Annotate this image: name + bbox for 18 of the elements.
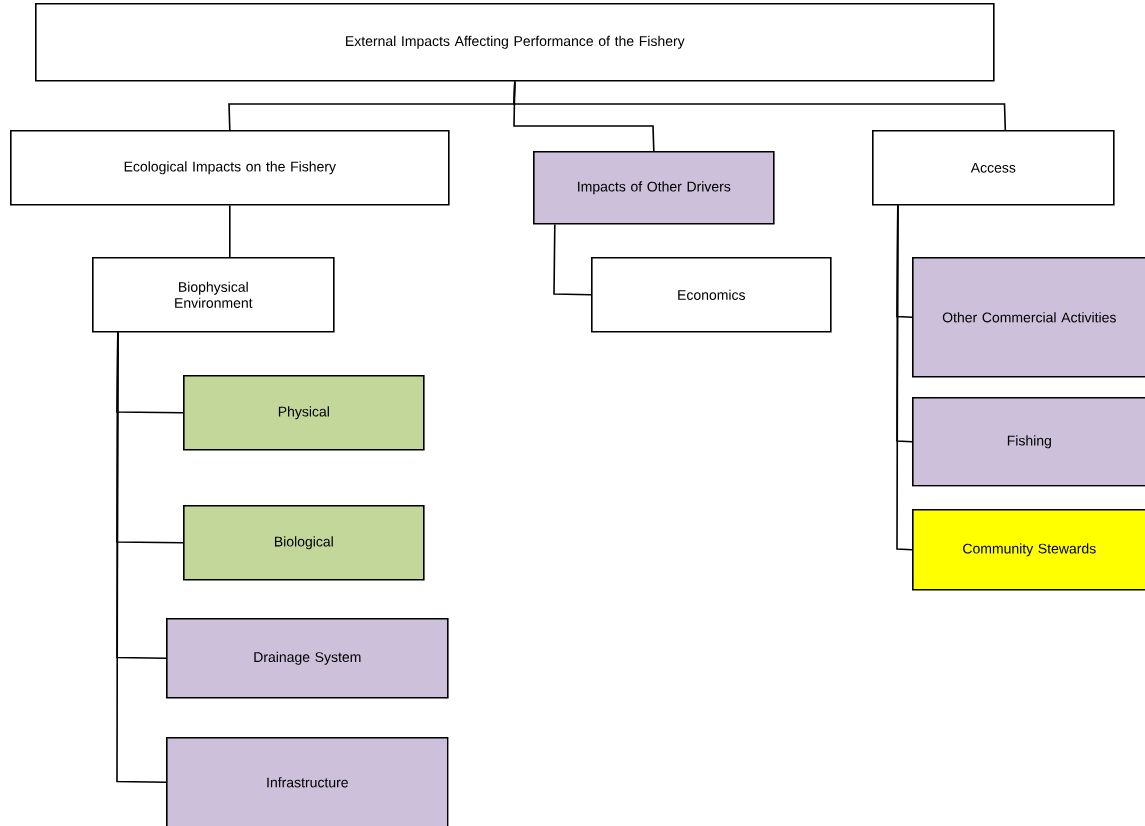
factor-box: Infrastructure [166, 737, 449, 826]
category-box: Access [872, 130, 1115, 206]
factor-box: Community Stewards [912, 509, 1145, 591]
factor-box: Other Commercial Activities [912, 257, 1145, 378]
connector-line [116, 331, 167, 784]
factor-box: Fishing [912, 397, 1145, 487]
category-box: Impacts of Other Drivers [533, 151, 775, 225]
category-box: Ecological Impacts on the Fishery [10, 130, 450, 206]
factor-box: Drainage System [166, 618, 449, 699]
connector-line [896, 204, 913, 551]
subcategory-box: Economics [591, 257, 832, 333]
connector-line [553, 223, 592, 296]
connector-line [513, 80, 1007, 131]
title-box: External Impacts Affecting Performance of the Fishery [35, 3, 995, 82]
connector-line [229, 204, 231, 258]
factor-box: Biological [183, 505, 425, 581]
subcategory-box: Biophysical Environment [92, 257, 335, 333]
factor-box: Physical [183, 375, 425, 451]
